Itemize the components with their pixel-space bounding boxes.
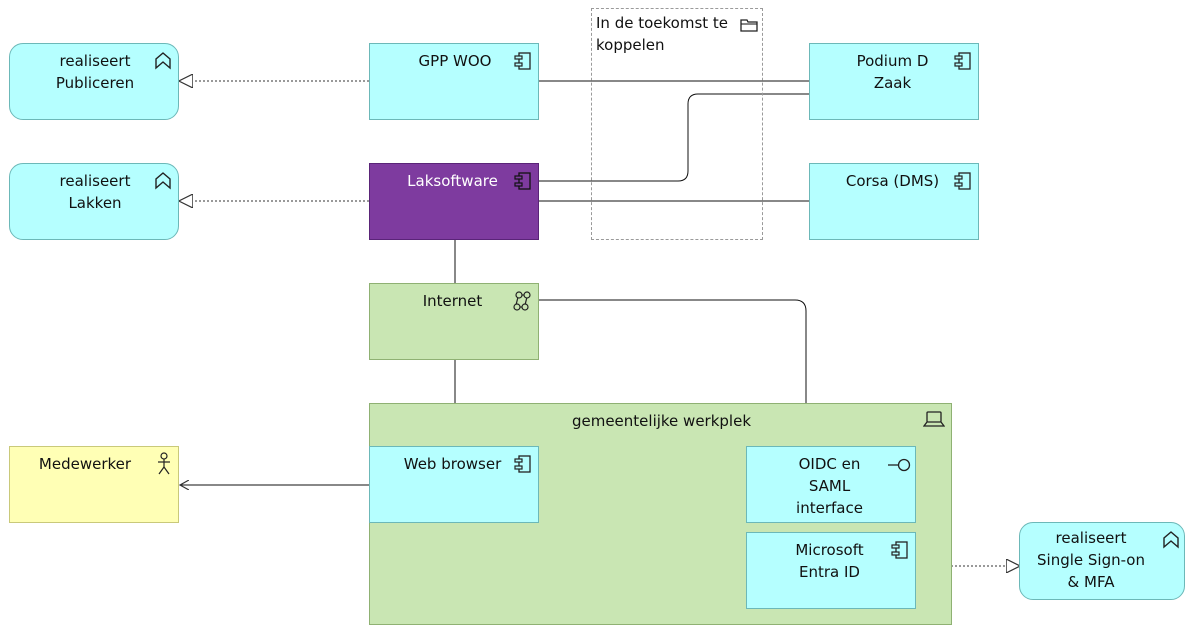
function-icon [155, 172, 171, 190]
function-lakken-label: realiseert Lakken [59, 172, 131, 212]
group-future-label: In de toekomst te koppelen [596, 14, 729, 54]
component-corsa-dms[interactable]: Corsa (DMS) [809, 163, 979, 240]
component-podium-d-zaak[interactable]: Podium D Zaak [809, 43, 979, 120]
component-web-browser-label: Web browser [403, 455, 502, 473]
component-laksoftware-label: Laksoftware [407, 172, 498, 190]
interface-icon [888, 458, 911, 472]
component-gpp-woo[interactable]: GPP WOO [369, 43, 539, 120]
component-entra-label: Microsoft Entra ID [795, 541, 864, 581]
interface-oidc-label: OIDC en SAML interface [796, 455, 863, 517]
connection-internet-oidc [539, 299, 807, 446]
function-icon [155, 52, 171, 70]
component-podium-d-label: Podium D Zaak [856, 52, 929, 92]
component-laksoftware[interactable]: Laksoftware [369, 163, 539, 240]
actor-medewerker-label: Medewerker [38, 455, 132, 473]
actor-medewerker[interactable]: Medewerker [9, 446, 179, 523]
network-internet[interactable]: Internet [369, 283, 539, 360]
network-icon [513, 291, 531, 311]
actor-icon [158, 452, 170, 475]
component-icon [514, 172, 531, 190]
component-icon [891, 541, 908, 559]
component-corsa-label: Corsa (DMS) [845, 172, 940, 190]
component-icon [514, 455, 531, 473]
connection-laksoftware-podium [539, 93, 809, 182]
component-icon [954, 52, 971, 70]
folder-icon [740, 19, 758, 32]
component-microsoft-entra-id[interactable]: Microsoft Entra ID [746, 532, 916, 609]
device-werkplek-label: gemeentelijke werkplek [571, 412, 752, 430]
function-sso-label: realiseert Single Sign-on & MFA [1037, 529, 1145, 591]
network-internet-label: Internet [422, 292, 483, 310]
component-icon [514, 52, 531, 70]
function-publiceren-label: realiseert Publiceren [55, 52, 135, 92]
function-icon [1163, 531, 1179, 549]
function-single-sign-on[interactable]: realiseert Single Sign-on & MFA [1019, 522, 1185, 600]
function-lakken[interactable]: realiseert Lakken [9, 163, 179, 240]
device-icon [923, 411, 945, 427]
group-future-coupling[interactable]: In de toekomst te koppelen [591, 8, 763, 240]
interface-oidc-saml[interactable]: OIDC en SAML interface [746, 446, 916, 523]
component-gpp-woo-label: GPP WOO [418, 52, 492, 70]
component-web-browser[interactable]: Web browser [369, 446, 539, 523]
component-icon [954, 172, 971, 190]
function-publiceren[interactable]: realiseert Publiceren [9, 43, 179, 120]
